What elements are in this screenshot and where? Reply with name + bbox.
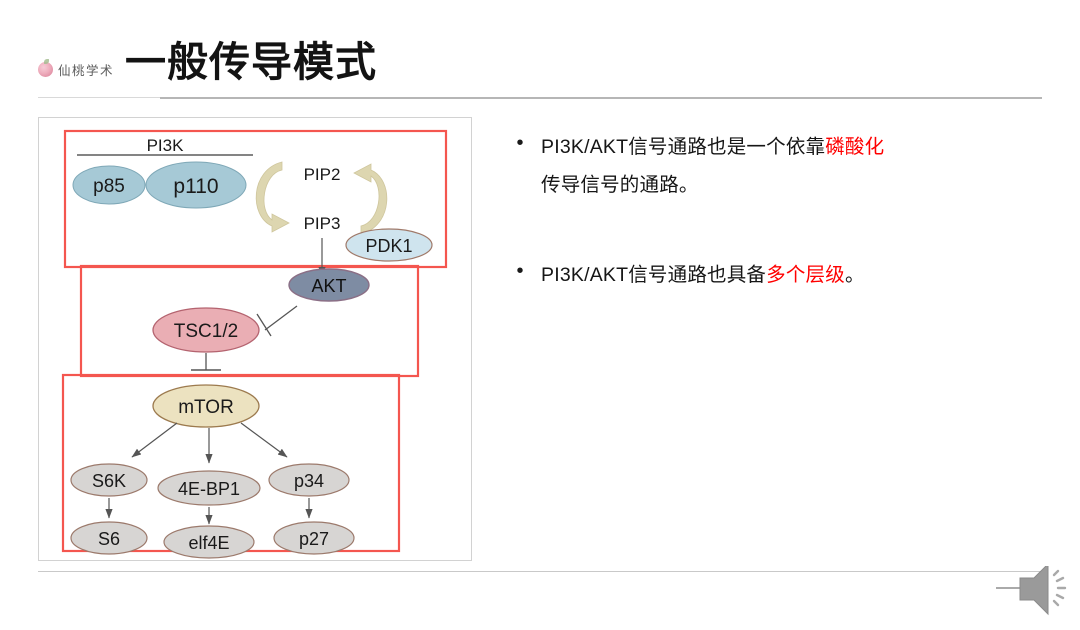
cycle-arrow-pip2-to-pip3 (255, 161, 290, 233)
bullet-1-line1-plain: PI3K/AKT信号通路也是一个依靠 (541, 136, 826, 158)
page-title: 一般传导模式 (125, 39, 377, 85)
node-p110-label: p110 (173, 175, 218, 198)
bullet-text: PI3K/AKT信号通路也是一个依靠磷酸化 传导信号的通路。 (541, 128, 884, 204)
node-s6k-label: S6K (92, 471, 126, 491)
peach-logo-icon (38, 59, 53, 77)
bullet-marker: • (516, 260, 524, 282)
node-p110 (145, 161, 247, 209)
bullet-list: • PI3K/AKT信号通路也是一个依靠磷酸化 传导信号的通路。 • PI3K/… (515, 128, 1045, 294)
brand-name: 仙桃学术 (58, 64, 115, 78)
node-s6 (70, 521, 148, 555)
node-pdk1 (345, 228, 433, 262)
edge-mtor-to-s6k (131, 422, 178, 458)
node-p34-label: p34 (294, 471, 324, 491)
node-tsc-label: TSC1/2 (174, 321, 238, 342)
bullet-1-line2: 传导信号的通路。 (541, 174, 699, 196)
node-4ebp1 (157, 470, 261, 506)
bullet-2-tail: 。 (844, 264, 865, 286)
brand-logo: 仙桃学术 (38, 59, 115, 79)
pi3k-complex-label: PI3K (147, 136, 185, 155)
node-akt (288, 268, 370, 302)
node-mtor (152, 384, 260, 428)
pathway-diagram-svg: PI3K p85 p110 PIP2 PIP3 PDK1 AKT TSC1/2 … (61, 129, 448, 559)
node-pip3-label: PIP3 (304, 214, 341, 233)
bullet-2-line1-plain: PI3K/AKT信号通路也具备 (541, 264, 767, 286)
node-s6-label: S6 (98, 529, 120, 549)
edge-akt-inhibits-tsc-stem (264, 305, 298, 331)
edge-akt-inhibits-tsc-bar (256, 313, 272, 337)
header-divider-accent (160, 97, 1042, 99)
node-p34 (268, 463, 350, 497)
node-mtor-label: mTOR (178, 397, 234, 418)
slide-header: 仙桃学术 一般传导模式 (0, 0, 1080, 100)
footer-divider (38, 571, 1042, 572)
node-tsc (152, 307, 260, 353)
cycle-arrow-pip3-to-pip2 (353, 163, 388, 235)
node-elf4e-label: elf4E (188, 533, 229, 553)
node-p85 (72, 165, 146, 205)
edge-mtor-to-p34 (240, 422, 288, 458)
bullet-marker: • (516, 132, 524, 154)
node-s6k (70, 463, 148, 497)
bullet-text: PI3K/AKT信号通路也具备多个层级。 (541, 256, 865, 294)
bullet-2-highlight: 多个层级 (766, 264, 845, 286)
node-elf4e (163, 525, 255, 559)
node-pip2-label: PIP2 (304, 165, 341, 184)
node-p85-label: p85 (93, 176, 125, 197)
node-pdk1-label: PDK1 (365, 236, 412, 256)
speaker-audio-icon[interactable] (996, 566, 1070, 622)
node-p27 (273, 521, 355, 555)
list-item: • PI3K/AKT信号通路也是一个依靠磷酸化 传导信号的通路。 (515, 128, 1045, 204)
node-4ebp1-label: 4E-BP1 (178, 479, 240, 499)
pathway-diagram-panel: PI3K p85 p110 PIP2 PIP3 PDK1 AKT TSC1/2 … (38, 117, 472, 561)
bullet-1-highlight: 磷酸化 (825, 136, 885, 158)
node-akt-label: AKT (311, 276, 346, 296)
list-item: • PI3K/AKT信号通路也具备多个层级。 (515, 256, 1045, 294)
node-p27-label: p27 (299, 529, 329, 549)
